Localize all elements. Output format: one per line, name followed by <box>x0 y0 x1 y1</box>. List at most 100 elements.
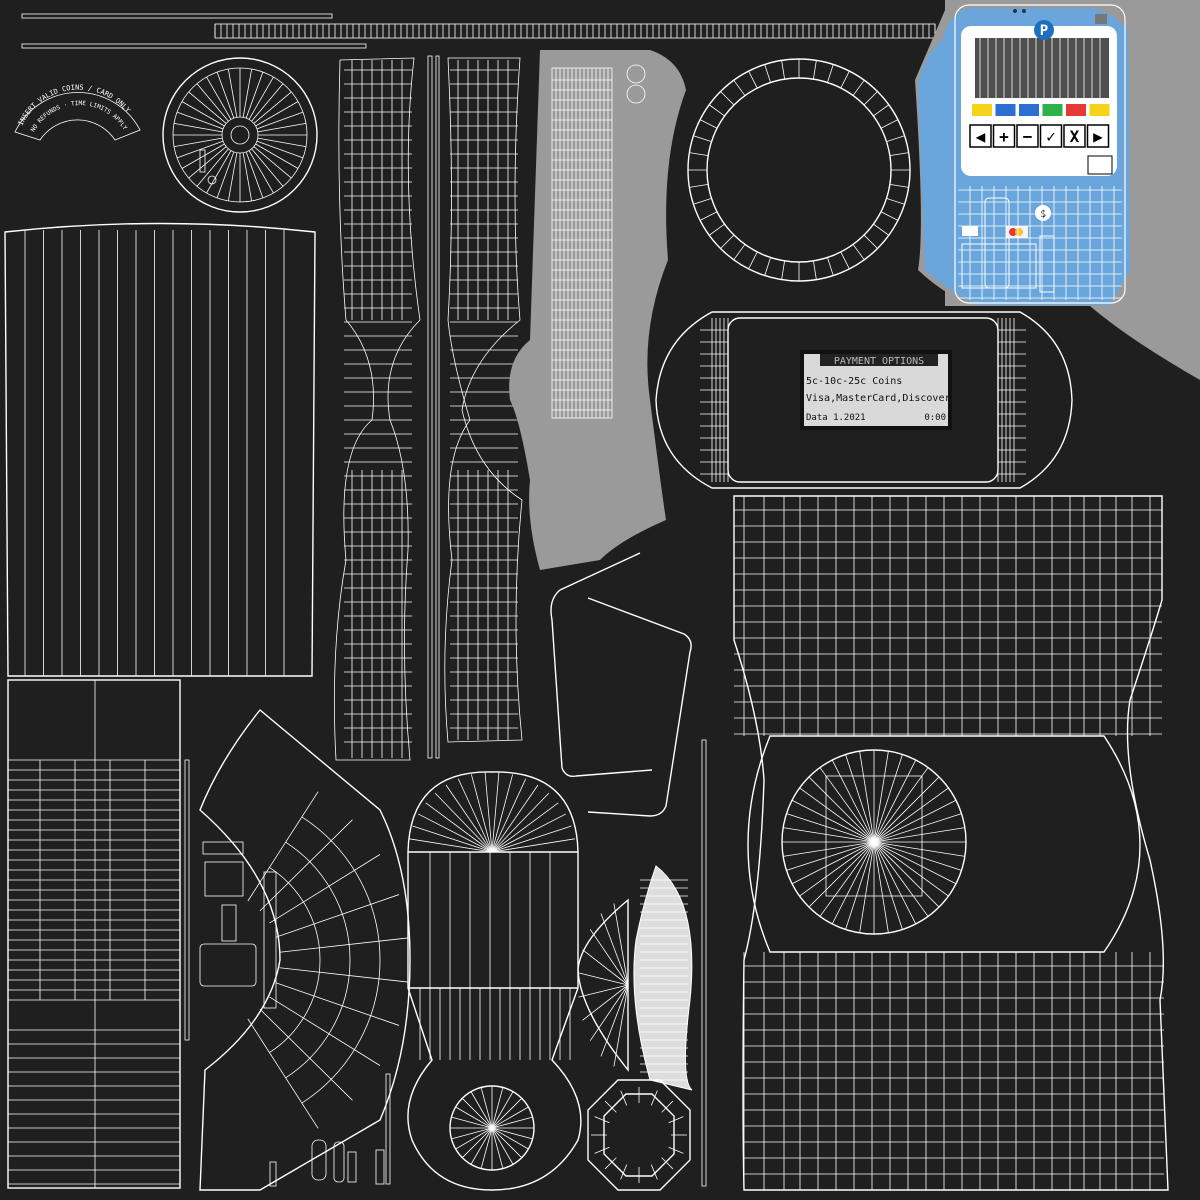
oct-seg <box>604 1157 617 1170</box>
wheel-spoke <box>181 101 225 127</box>
parking-meter-face: P ◀+−✓X▶ $ <box>915 0 1200 380</box>
big-spoke <box>799 787 875 843</box>
ring-seg <box>886 198 905 205</box>
ring-seg <box>733 79 746 96</box>
meter-key <box>1086 124 1110 148</box>
dome-bottom-spoke <box>491 1127 533 1140</box>
wheel-spoke <box>253 146 292 179</box>
big-spoke <box>873 813 962 843</box>
ring-seg <box>873 223 890 236</box>
octagon-ring <box>587 1079 691 1191</box>
coin-arc-label: INSERT VALID COINS / CARD ONLY NO REFUND… <box>14 84 141 141</box>
dome-spoke <box>457 778 493 853</box>
wheel-spoke <box>257 122 307 133</box>
fan-spoke <box>259 1008 353 1101</box>
oct-seg <box>604 1100 617 1113</box>
halfdisc-spoke <box>613 903 629 986</box>
coin-symbol: $ <box>1040 209 1046 220</box>
wheel-disc <box>162 57 318 213</box>
meter-key-label: − <box>1023 127 1033 146</box>
halfdisc-spoke <box>613 984 629 1067</box>
ring-seg <box>708 104 725 117</box>
fan-spoke <box>279 967 409 983</box>
payment-line3: Data 1.2021 <box>806 413 866 423</box>
big-spoke <box>845 841 875 930</box>
big-spoke <box>783 841 875 857</box>
oct-seg <box>668 1116 684 1124</box>
oct-seg <box>650 1090 658 1106</box>
halfdisc-spoke <box>578 984 629 998</box>
big-spoke <box>873 841 965 857</box>
wheel-spoke <box>206 76 232 120</box>
wheel-spoke <box>188 146 227 179</box>
big-spoke <box>873 827 965 843</box>
vertical-strip-right <box>444 57 523 743</box>
ring-seg <box>693 135 712 142</box>
halfdisc-spoke <box>578 972 629 986</box>
big-spoke <box>873 841 940 908</box>
arc-text-bottom: NO REFUNDS · TIME LIMITS APPLY <box>30 100 129 133</box>
dome-spoke <box>484 772 493 853</box>
big-spoke <box>808 776 875 843</box>
ring-seg <box>852 244 865 261</box>
big-spoke <box>786 813 875 843</box>
dome-bottom-spoke <box>451 1127 493 1140</box>
big-spoke <box>873 841 917 925</box>
big-spoke <box>873 841 957 885</box>
big-spoke <box>873 841 929 917</box>
svg-text:NO REFUNDS · TIME LIMITS APPLY: NO REFUNDS · TIME LIMITS APPLY <box>30 100 129 133</box>
payment-line3-right: 0:00 <box>924 413 946 423</box>
fan-spoke <box>269 854 381 924</box>
ring-seg <box>812 260 817 280</box>
fan-spoke <box>247 1018 319 1129</box>
dome-spoke <box>491 813 567 853</box>
wheel-spoke <box>245 151 264 199</box>
dome-spoke <box>417 813 493 853</box>
fan-spoke <box>276 894 400 938</box>
ring-seg <box>764 257 771 276</box>
dome-spoke <box>445 784 493 853</box>
wheel-spoke <box>173 122 223 133</box>
big-spoke <box>873 776 940 843</box>
wheel-spoke <box>256 140 304 159</box>
dome-bottom-spoke <box>491 1098 522 1129</box>
big-spoke <box>859 751 875 843</box>
dome-bottom-spoke <box>491 1127 522 1158</box>
big-spoke <box>873 841 962 871</box>
wheel-spoke <box>251 83 284 122</box>
meter-color-button <box>995 104 1016 116</box>
wheel-spoke <box>216 151 235 199</box>
dome-spoke <box>434 792 493 853</box>
oct-seg <box>661 1157 674 1170</box>
meter-key-label: ✓ <box>1046 127 1056 146</box>
ring-seg <box>840 70 850 89</box>
fan-arc <box>199 709 411 1191</box>
big-spoke <box>873 787 949 843</box>
halfdisc-spoke <box>582 949 629 986</box>
wheel-spoke <box>176 140 224 159</box>
oct-seg <box>650 1164 658 1180</box>
ring-seg <box>689 152 709 157</box>
ring-top <box>687 58 911 282</box>
wheel-spoke <box>257 137 307 148</box>
big-spoke <box>873 754 903 843</box>
oct-seg <box>668 1146 684 1154</box>
big-spoke <box>873 841 889 933</box>
meter-key-label: ◀ <box>976 127 986 146</box>
big-spoke <box>791 799 875 843</box>
ring-seg <box>720 91 735 106</box>
payment-title: PAYMENT OPTIONS <box>834 356 924 367</box>
ring-seg <box>689 183 709 188</box>
right-body-panel <box>733 495 1169 1191</box>
dome-spoke <box>491 825 572 853</box>
dome-bottom-spoke <box>491 1127 529 1150</box>
wheel-spoke <box>248 150 274 194</box>
wheel-spoke <box>206 150 232 194</box>
fan-arc-line <box>285 841 351 1079</box>
ring-seg <box>733 244 746 261</box>
fan-spoke <box>276 982 400 1026</box>
dome-bottom-spoke <box>480 1127 493 1169</box>
payment-line2: Visa,MasterCard,Discover <box>806 393 951 404</box>
wheel-spoke <box>181 143 225 169</box>
bent-rods <box>550 552 692 817</box>
